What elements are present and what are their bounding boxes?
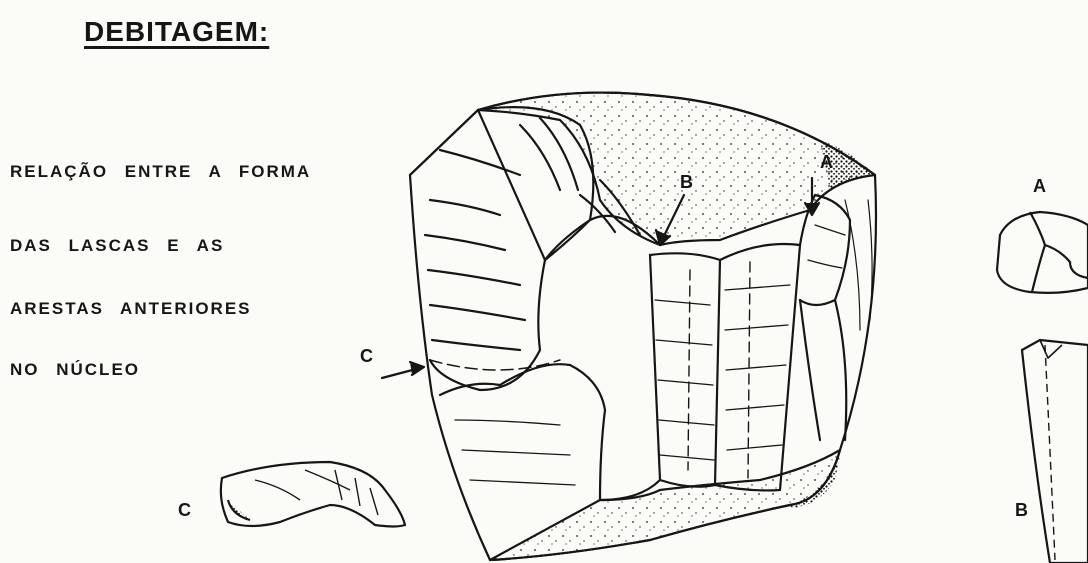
core-label-a: A [820, 152, 833, 173]
flake-label-a: A [1033, 176, 1046, 197]
cortex-top [478, 93, 875, 245]
flake-b-drawing [1022, 340, 1088, 563]
flake-label-c: C [178, 500, 191, 521]
flake-c-drawing [221, 462, 405, 527]
cortex-bottom [490, 450, 840, 560]
flake-a-drawing [997, 212, 1088, 293]
core-label-c: C [360, 346, 373, 367]
flake-label-b: B [1015, 500, 1028, 521]
core-label-b: B [680, 172, 693, 193]
